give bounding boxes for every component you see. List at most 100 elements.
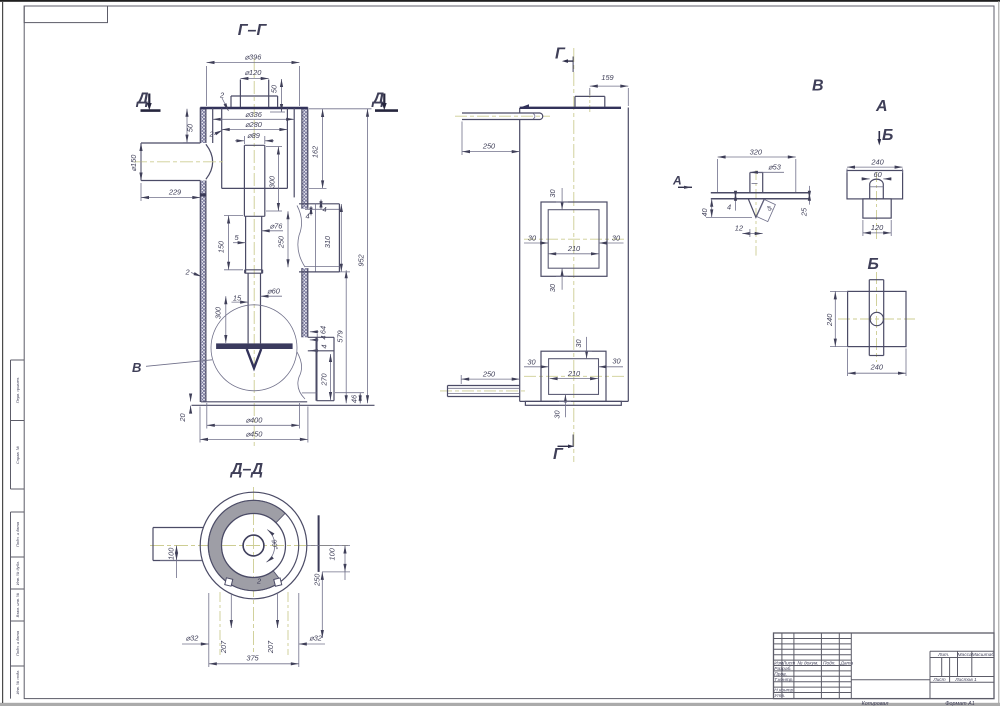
svg-text:2: 2: [208, 130, 213, 139]
svg-text:Лист: Лист: [932, 677, 945, 683]
svg-text:30: 30: [527, 357, 536, 366]
svg-text:А: А: [875, 98, 888, 115]
svg-text:579: 579: [336, 330, 345, 342]
svg-text:250: 250: [313, 573, 322, 587]
svg-text:50: 50: [186, 123, 195, 132]
svg-text:Дата: Дата: [840, 661, 854, 667]
svg-text:46: 46: [350, 394, 359, 403]
svg-text:4: 4: [319, 335, 328, 339]
svg-text:162: 162: [311, 146, 320, 158]
svg-text:⌀76: ⌀76: [270, 222, 284, 231]
svg-text:Д–Д: Д–Д: [229, 461, 263, 478]
svg-text:Лист: Лист: [782, 661, 795, 667]
svg-text:Б: Б: [882, 127, 893, 144]
svg-text:229: 229: [168, 188, 181, 197]
svg-text:50: 50: [270, 84, 279, 93]
svg-text:100: 100: [167, 547, 176, 560]
svg-text:2: 2: [185, 268, 190, 277]
svg-text:30: 30: [548, 189, 557, 198]
svg-text:25: 25: [800, 207, 809, 217]
svg-text:30: 30: [528, 234, 537, 243]
svg-text:⌀336: ⌀336: [245, 110, 263, 119]
svg-text:90°: 90°: [270, 539, 280, 551]
svg-text:⌀32: ⌀32: [309, 634, 322, 643]
svg-text:159: 159: [601, 73, 613, 82]
svg-text:Г: Г: [553, 446, 564, 463]
svg-text:30: 30: [548, 283, 557, 292]
svg-text:Б: Б: [868, 256, 879, 273]
svg-text:250: 250: [277, 235, 286, 249]
svg-text:4: 4: [320, 344, 329, 348]
svg-text:Листов 1: Листов 1: [954, 677, 977, 683]
svg-text:952: 952: [357, 254, 366, 266]
svg-text:240: 240: [870, 157, 884, 166]
svg-text:210: 210: [567, 369, 581, 378]
svg-text:310: 310: [323, 235, 332, 248]
svg-text:300: 300: [214, 306, 223, 319]
svg-text:Копировал: Копировал: [862, 701, 889, 706]
svg-text:Д: Д: [371, 91, 385, 108]
svg-text:Н.контр.: Н.контр.: [774, 688, 794, 694]
svg-text:Инв. № подл.: Инв. № подл.: [15, 670, 20, 695]
svg-text:270: 270: [320, 372, 329, 386]
svg-text:Взам. инв. №: Взам. инв. №: [15, 592, 20, 617]
svg-text:Разраб.: Разраб.: [774, 666, 791, 672]
svg-text:4: 4: [727, 203, 731, 212]
svg-text:60: 60: [873, 170, 882, 179]
svg-text:30: 30: [553, 410, 562, 419]
svg-text:Масса: Масса: [958, 652, 973, 658]
svg-text:120: 120: [871, 223, 884, 232]
svg-text:Масштаб: Масштаб: [972, 652, 995, 658]
svg-text:⌀400: ⌀400: [246, 416, 264, 425]
svg-text:320: 320: [750, 148, 763, 157]
svg-text:Лит.: Лит.: [937, 652, 949, 658]
svg-text:Подп. и дата: Подп. и дата: [15, 521, 20, 547]
svg-text:Подп. и дата: Подп. и дата: [15, 630, 20, 656]
svg-text:⌀53: ⌀53: [768, 163, 782, 172]
svg-text:12: 12: [735, 224, 743, 233]
svg-text:100: 100: [328, 547, 337, 560]
svg-text:Формат А1: Формат А1: [945, 701, 975, 706]
svg-text:Справ. №: Справ. №: [15, 445, 20, 464]
svg-text:№ докум.: № докум.: [798, 661, 819, 667]
svg-text:Утв.: Утв.: [774, 693, 785, 699]
svg-text:Г: Г: [555, 46, 566, 63]
svg-text:Перв. примен.: Перв. примен.: [15, 377, 20, 404]
svg-text:⌀280: ⌀280: [245, 120, 263, 129]
svg-text:207: 207: [219, 640, 228, 654]
svg-text:⌀32: ⌀32: [186, 634, 199, 643]
svg-text:А: А: [672, 174, 682, 188]
svg-text:⌀450: ⌀450: [246, 430, 264, 439]
svg-text:210: 210: [567, 244, 581, 253]
svg-text:375: 375: [246, 654, 259, 663]
svg-text:20: 20: [178, 413, 187, 423]
svg-text:30: 30: [612, 357, 621, 366]
svg-text:Т.контр.: Т.контр.: [774, 677, 793, 683]
svg-text:40: 40: [700, 208, 709, 217]
svg-text:Инв. № дубл.: Инв. № дубл.: [15, 561, 20, 586]
svg-text:В: В: [132, 360, 141, 375]
svg-text:⌀89: ⌀89: [247, 131, 260, 140]
svg-text:⌀396: ⌀396: [245, 53, 263, 62]
svg-text:Пров.: Пров.: [774, 672, 787, 678]
svg-text:5: 5: [234, 233, 239, 242]
svg-text:2: 2: [256, 577, 261, 586]
svg-text:30: 30: [574, 339, 583, 348]
svg-text:Г–Г: Г–Г: [238, 22, 268, 39]
svg-text:В: В: [812, 78, 824, 95]
svg-text:2: 2: [219, 91, 224, 100]
svg-text:⌀120: ⌀120: [245, 68, 263, 77]
svg-text:64: 64: [319, 326, 328, 334]
svg-text:⌀60: ⌀60: [267, 287, 281, 296]
svg-text:Д: Д: [135, 91, 149, 108]
svg-text:45: 45: [765, 205, 773, 213]
svg-text:240: 240: [825, 313, 834, 327]
svg-text:240: 240: [870, 363, 884, 372]
svg-text:15: 15: [233, 294, 242, 303]
svg-text:30: 30: [612, 234, 621, 243]
svg-text:300: 300: [268, 175, 277, 188]
svg-text:250: 250: [482, 370, 496, 379]
svg-text:207: 207: [266, 640, 275, 654]
svg-text:150: 150: [217, 240, 226, 253]
svg-text:4: 4: [305, 212, 309, 221]
